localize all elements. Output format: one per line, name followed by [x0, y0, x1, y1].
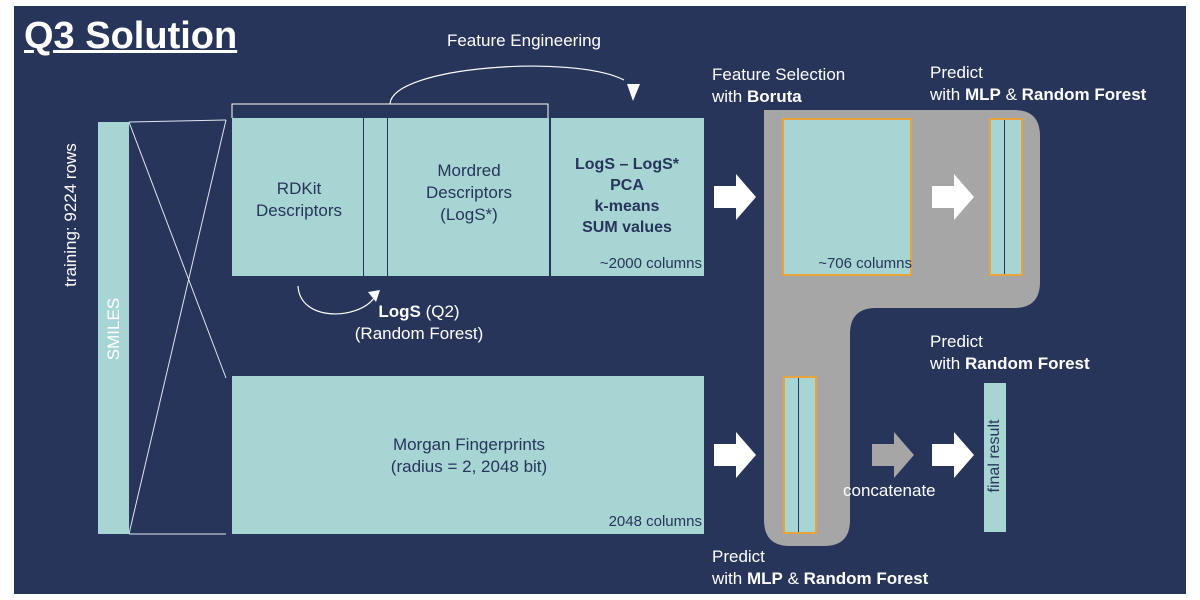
predict-right-label: Predict with Random Forest [930, 332, 1090, 373]
divider-3 [549, 118, 551, 276]
feature-selection-label: Feature Selection with Boruta [712, 65, 846, 106]
smiles-bar [98, 122, 129, 534]
top-prediction-divider [1004, 120, 1005, 274]
arrow-to-predict-top-icon [932, 174, 974, 220]
columns-2048-label: 2048 columns [608, 513, 702, 530]
logs-q2-label: LogS (Q2) (Random Forest) [354, 302, 484, 343]
slide-canvas: Q3 Solution SMILES training: 9224 rows F… [14, 6, 1186, 594]
columns-706-label: ~706 columns [818, 255, 912, 272]
feature-engineering-label: Feature Engineering [446, 31, 602, 50]
slide-title: Q3 Solution [24, 15, 238, 57]
arrow-morgan-icon [714, 432, 756, 478]
descriptor-block [232, 118, 704, 276]
arrow-final-icon [932, 432, 974, 478]
bottom-prediction-divider [798, 378, 799, 532]
morgan-fingerprints-label: Morgan Fingerprints (radius = 2, 2048 bi… [390, 435, 548, 476]
rdkit-descriptors-label: RDKit Descriptors [256, 179, 342, 220]
curve-arrow-logs [297, 285, 375, 315]
top-prediction-output [989, 118, 1023, 276]
engineered-features-label: LogS – LogS* PCA k-means SUM values [575, 156, 679, 236]
concatenate-label: concatenate [843, 481, 936, 500]
arrow-to-selection-icon [714, 174, 756, 220]
arrow-concatenate-icon [872, 432, 914, 478]
divider-1 [363, 118, 364, 276]
curve-arrow-top [389, 65, 625, 105]
final-result-bar [984, 383, 1006, 532]
mordred-descriptors-label: Mordred Descriptors (LogS*) [426, 161, 512, 224]
divider-2 [387, 118, 388, 276]
columns-2000-label: ~2000 columns [599, 255, 702, 272]
selected-features-block [782, 118, 912, 276]
block-arrows [714, 174, 974, 478]
connector-lines [128, 65, 640, 535]
predict-bottom-label: Predict with MLP & Random Forest [712, 547, 929, 588]
predict-top-label: Predict with MLP & Random Forest [930, 63, 1147, 104]
morgan-fingerprints-block [232, 376, 704, 534]
bottom-prediction-output [783, 376, 817, 534]
